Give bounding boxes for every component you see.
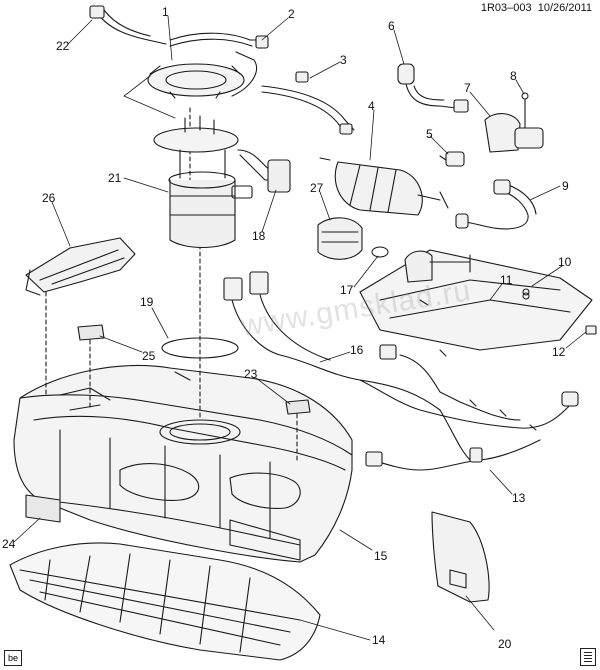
bolt-10 — [522, 288, 530, 296]
callout-12: 12 — [552, 345, 566, 359]
callout-21: 21 — [108, 171, 122, 185]
callout-3: 3 — [340, 53, 347, 67]
callout-5: 5 — [426, 127, 433, 141]
callout-4: 4 — [368, 99, 375, 113]
guide-lines — [45, 107, 298, 461]
callout-20: 20 — [498, 637, 512, 651]
callout-24: 24 — [2, 537, 16, 551]
callout-26: 26 — [42, 191, 56, 205]
callout-10: 10 — [558, 255, 572, 269]
leader-lines — [13, 15, 587, 641]
pad-24 — [25, 494, 61, 523]
callout-25: 25 — [142, 349, 156, 363]
callout-14: 14 — [372, 633, 386, 647]
pad-25 — [77, 324, 105, 341]
callout-15: 15 — [374, 549, 388, 563]
seal-ring — [161, 337, 239, 359]
purge-valve — [484, 92, 544, 153]
pad-23 — [285, 399, 311, 415]
vapor-line — [397, 63, 469, 113]
pressure-sensor — [439, 151, 465, 167]
side-shield — [431, 511, 490, 603]
footer-badge-left: be — [4, 650, 22, 666]
fuel-tank-shield — [9, 542, 321, 661]
callout-7: 7 — [464, 81, 471, 95]
callout-23: 23 — [244, 367, 258, 381]
vent-hose — [455, 179, 537, 230]
diagram-code: 1R03–003 — [480, 2, 532, 14]
fuel-pump-27 — [317, 217, 389, 260]
wiring-harness — [223, 271, 579, 471]
fuel-filter — [319, 157, 449, 216]
document-icon — [580, 648, 596, 666]
callout-27: 27 — [310, 181, 324, 195]
callout-19: 19 — [140, 295, 154, 309]
fuel-line-assembly — [89, 5, 355, 135]
callout-1: 1 — [162, 5, 169, 19]
diagram-header: 1R03–003 10/26/2011 — [481, 2, 592, 14]
clip-12 — [585, 325, 597, 335]
diagram-date: 10/26/2011 — [537, 2, 592, 14]
callout-18: 18 — [252, 229, 266, 243]
callout-13: 13 — [512, 491, 526, 505]
callout-22: 22 — [56, 39, 70, 53]
callout-6: 6 — [388, 19, 395, 33]
callout-8: 8 — [510, 69, 517, 83]
callout-17: 17 — [340, 283, 354, 297]
fuel-pump-module — [153, 115, 291, 248]
lock-ring — [147, 63, 245, 99]
callout-16: 16 — [350, 343, 364, 357]
callout-11: 11 — [500, 273, 513, 287]
callout-labels: 1 2 3 4 5 6 7 8 9 10 11 12 13 14 15 16 1… — [2, 5, 572, 651]
callout-2: 2 — [288, 7, 295, 21]
fuel-tank — [13, 365, 353, 563]
heat-shield — [25, 237, 136, 296]
callout-9: 9 — [562, 179, 569, 193]
